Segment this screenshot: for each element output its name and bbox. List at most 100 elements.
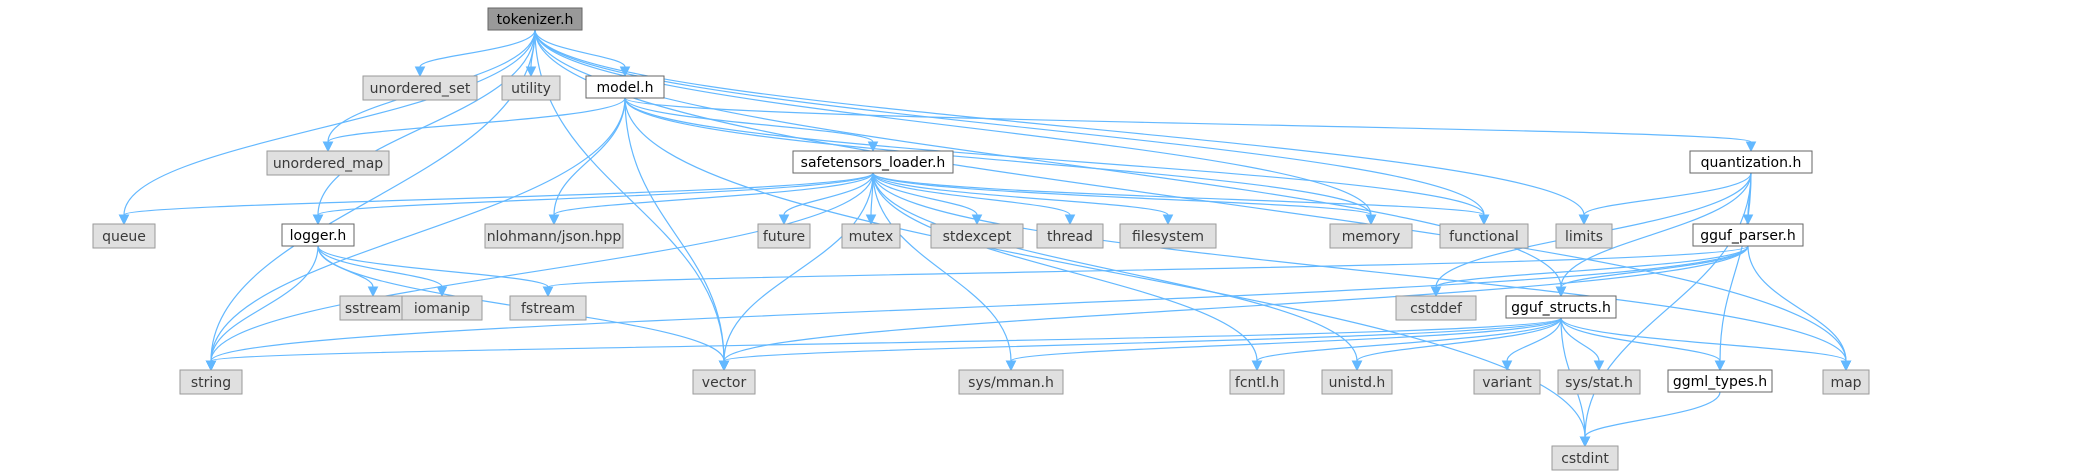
edge-line (872, 172, 1169, 216)
node-queue: queue (92, 223, 156, 249)
node-safetensors[interactable]: safetensors_loader.h (792, 150, 954, 174)
node-label: cstddef (1410, 301, 1463, 317)
node-label: unordered_set (370, 81, 471, 97)
edge-line (123, 172, 874, 216)
edge-safetensors-to-thread (872, 172, 1076, 226)
edge-line (1719, 172, 1752, 362)
node-box (266, 150, 390, 176)
edge-quantization-to-ggml_types (1714, 172, 1752, 372)
edge-line (624, 97, 1752, 143)
node-stdexcept: stdexcept (930, 223, 1024, 249)
edge-safetensors-to-string (205, 172, 874, 372)
node-label: vector (702, 375, 747, 391)
edge-line (547, 245, 1749, 288)
edge-arrowhead (1005, 360, 1017, 372)
node-label: fstream (521, 301, 575, 317)
edge-line (210, 317, 1562, 362)
edge-arrowhead (118, 214, 130, 226)
node-ggml_types[interactable]: ggml_types.h (1667, 369, 1773, 393)
node-box (1692, 223, 1804, 247)
node-gguf_parser[interactable]: gguf_parser.h (1692, 223, 1804, 247)
edge-arrowhead (778, 214, 790, 226)
edge-gguf_structs-to-mman (1005, 317, 1562, 372)
edge-arrowhead (1593, 360, 1605, 372)
node-box (509, 295, 587, 321)
edge-arrowhead (525, 66, 537, 78)
edge-arrowhead (1251, 360, 1263, 372)
node-box (1229, 369, 1285, 395)
edge-gguf_structs-to-fcntl (1251, 317, 1562, 372)
node-box (1557, 369, 1641, 395)
edge-arrowhead (205, 360, 217, 372)
edge-line (872, 172, 978, 216)
edge-line (210, 172, 874, 362)
node-fstream: fstream (509, 295, 587, 321)
node-box (792, 150, 954, 174)
node-label: future (763, 229, 805, 245)
edge-arrowhead (1478, 214, 1490, 226)
node-box (339, 295, 407, 321)
node-tokenizer[interactable]: tokenizer.h (487, 7, 583, 31)
node-label: string (191, 375, 231, 391)
node-box (1689, 150, 1813, 174)
edge-line (723, 172, 874, 362)
edge-line (783, 172, 874, 216)
edge-line (872, 172, 1847, 362)
node-sstream: sstream (339, 295, 407, 321)
node-map: map (1822, 369, 1870, 395)
edge-arrowhead (542, 286, 554, 298)
edge-gguf_structs-to-variant (1501, 317, 1562, 372)
node-label: queue (102, 229, 146, 245)
node-label: quantization.h (1701, 155, 1802, 171)
node-label: cstdint (1561, 451, 1609, 467)
edge-model-to-vector (624, 97, 730, 372)
node-label: model.h (597, 80, 654, 96)
edge-line (624, 97, 1485, 216)
node-limits: limits (1555, 223, 1613, 249)
node-logger[interactable]: logger.h (281, 223, 355, 247)
edge-gguf_structs-to-ggml_types (1560, 317, 1726, 372)
node-label: functional (1449, 229, 1519, 245)
graph-edges (118, 29, 1852, 448)
node-model[interactable]: model.h (585, 75, 665, 99)
edge-arrowhead (1365, 214, 1377, 226)
node-label: sys/stat.h (1565, 375, 1633, 391)
node-label: tokenizer.h (497, 12, 574, 28)
edge-safetensors-to-queue (118, 172, 874, 226)
edge-model-to-unordered_map (322, 97, 626, 153)
node-gguf_structs[interactable]: gguf_structs.h (1505, 295, 1617, 319)
node-label: unordered_map (273, 156, 383, 172)
edge-arrowhead (1162, 214, 1174, 226)
node-box (484, 223, 624, 249)
node-label: unistd.h (1329, 375, 1386, 391)
edge-line (1560, 172, 1752, 288)
node-label: thread (1047, 229, 1093, 245)
edge-ggml_types-to-cstdint (1579, 391, 1721, 448)
node-label: mutex (849, 229, 894, 245)
node-filesystem: filesystem (1119, 223, 1217, 249)
graph-nodes: tokenizer.h unordered_set utility model.h un… (92, 7, 1870, 471)
node-label: sys/mman.h (968, 375, 1054, 391)
node-box (1119, 223, 1217, 249)
edge-gguf_structs-to-unistd (1351, 317, 1562, 372)
edge-arrowhead (1430, 286, 1442, 298)
node-label: variant (1482, 375, 1532, 391)
edge-model-to-cstdint (624, 97, 1591, 448)
edge-line (1747, 245, 1847, 362)
node-box (692, 369, 756, 395)
edge-arrowhead (1840, 360, 1852, 372)
node-box (501, 75, 561, 101)
node-quantization[interactable]: quantization.h (1689, 150, 1813, 174)
edge-arrowhead (867, 141, 879, 153)
node-box (1822, 369, 1870, 395)
edge-model-to-memory (624, 97, 1377, 226)
node-label: utility (511, 81, 551, 97)
node-label: fcntl.h (1235, 375, 1279, 391)
edge-gguf_parser-to-cstddef (1430, 245, 1749, 298)
edge-safetensors-to-future (778, 172, 874, 226)
node-box (1395, 295, 1477, 321)
edge-line (872, 172, 1372, 216)
edge-arrowhead (548, 214, 560, 226)
edge-gguf_structs-to-string (205, 317, 1562, 372)
